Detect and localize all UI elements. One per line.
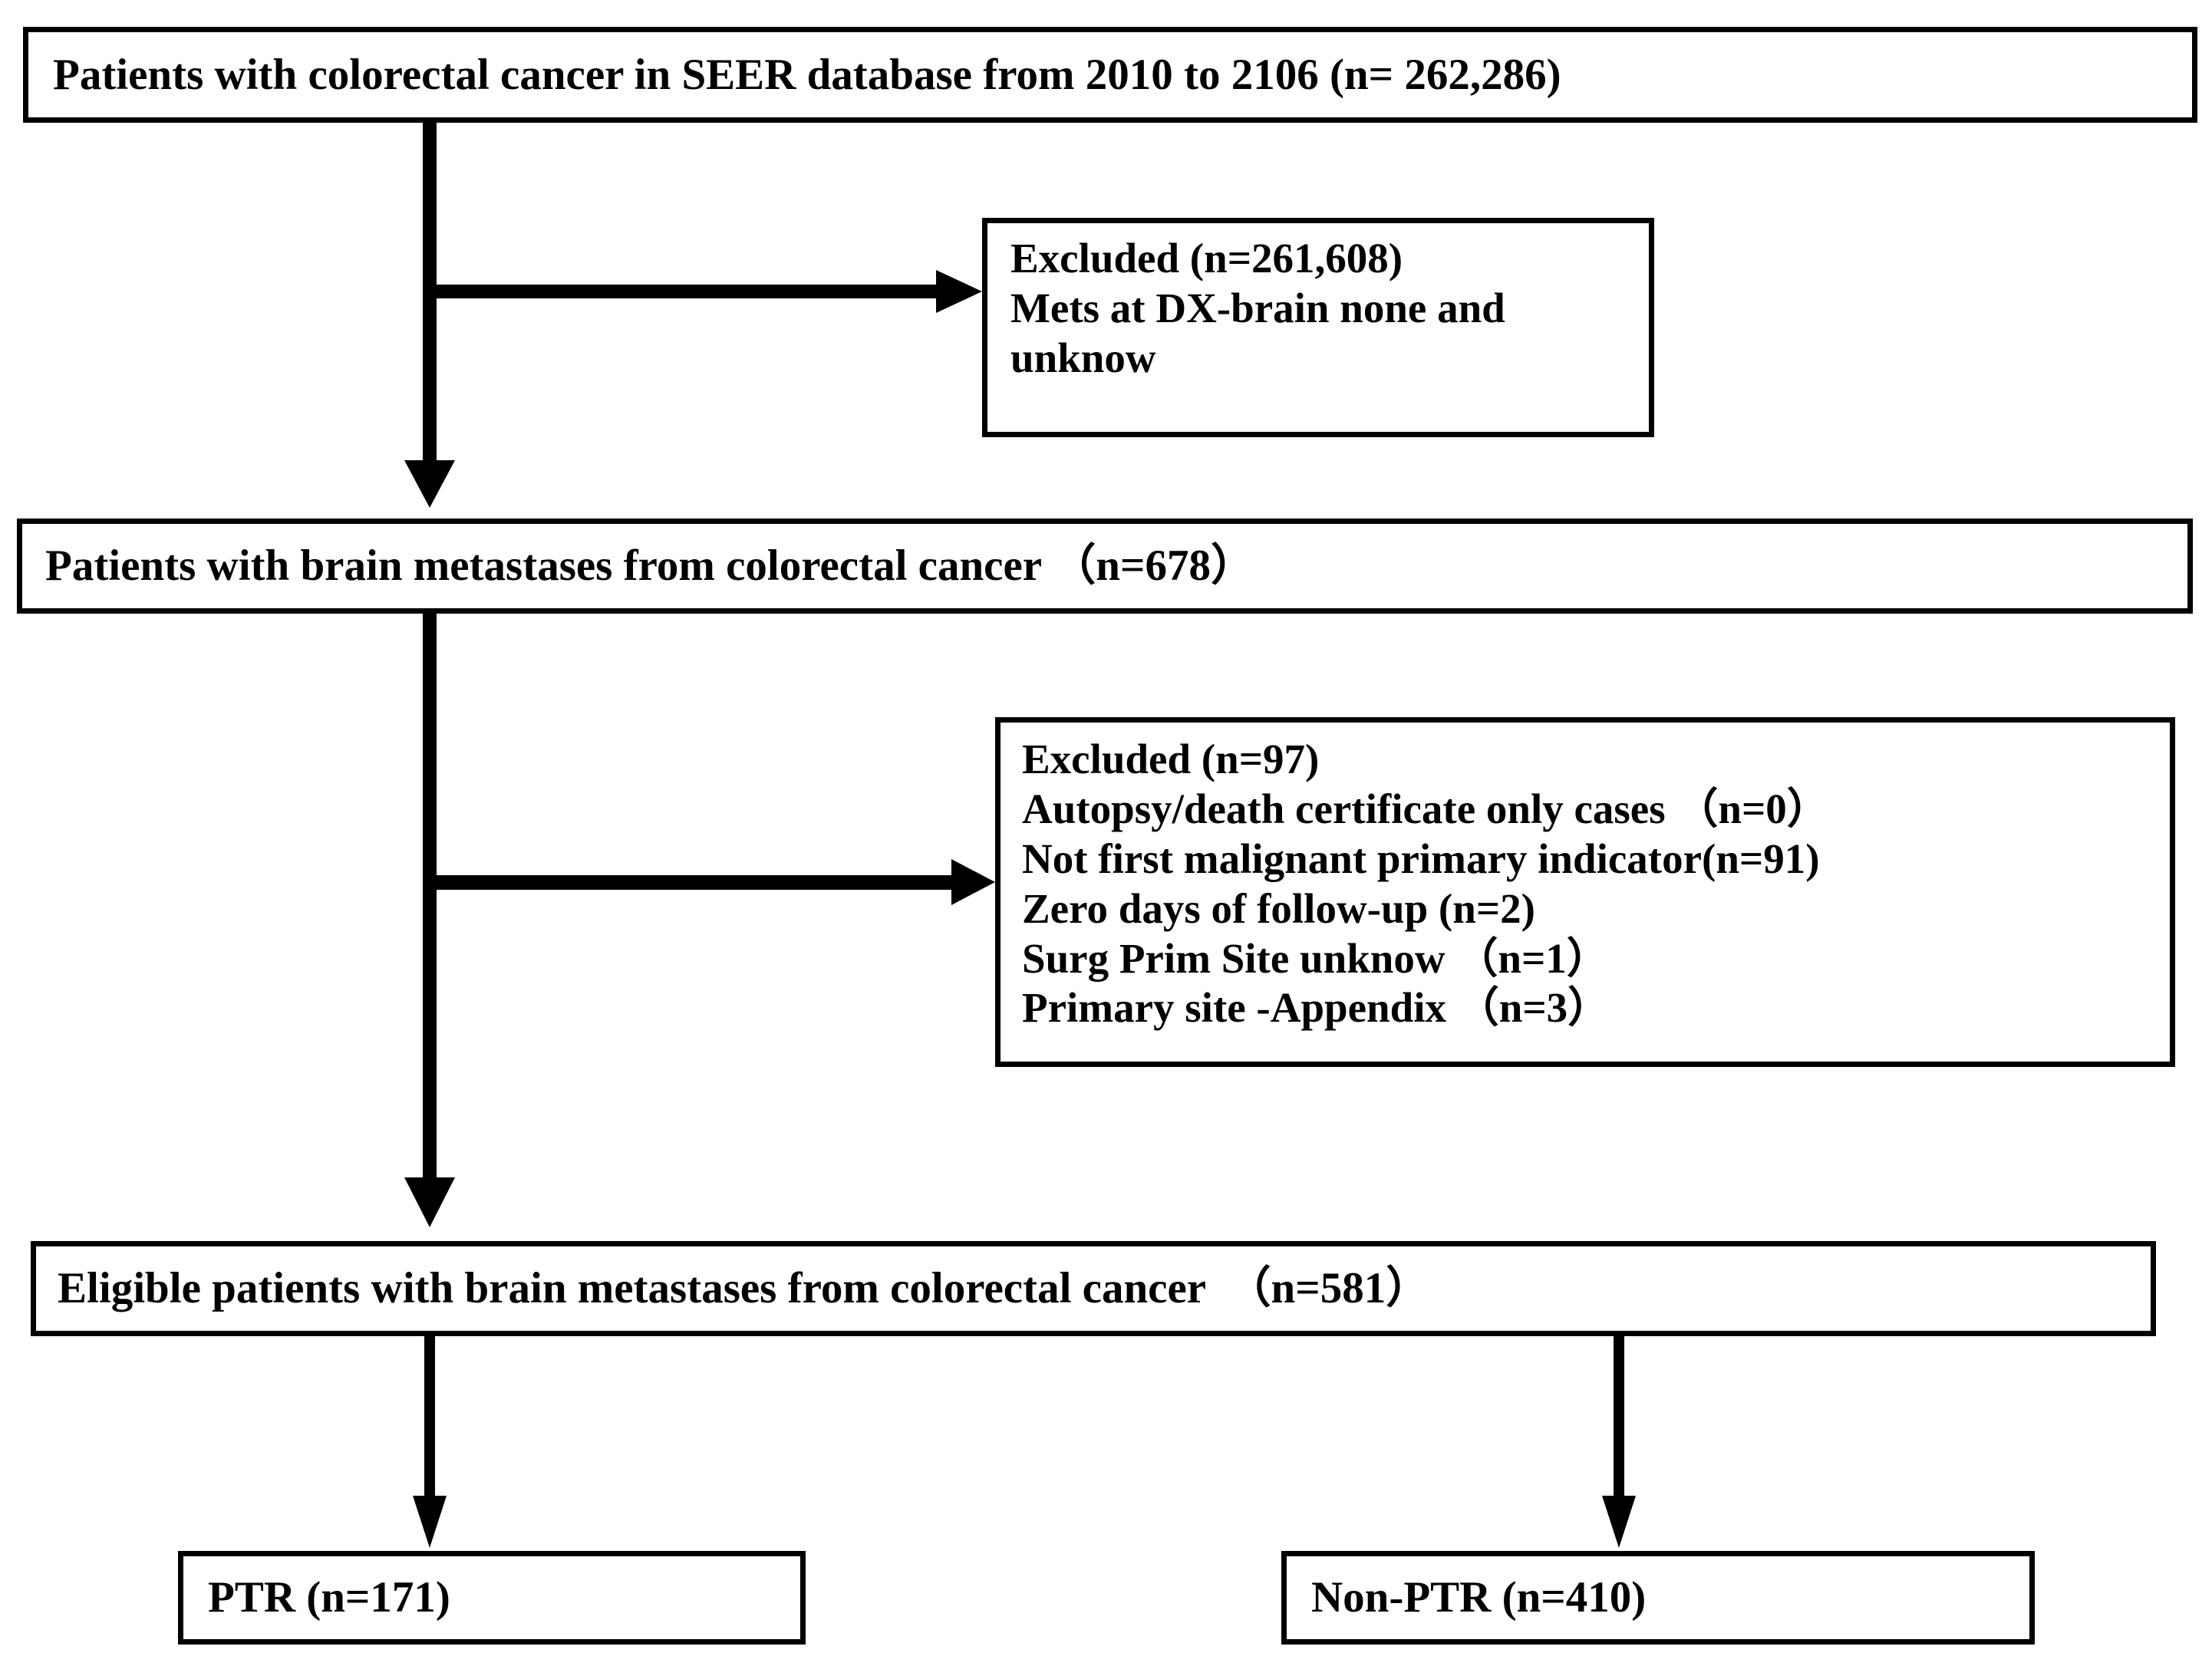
group-non-ptr-label: Non-PTR (n=410)	[1311, 1573, 1647, 1622]
brain-mets-cohort-label: Patients with brain metastases from colo…	[45, 542, 1254, 591]
arrow-source-to-brainmets	[404, 123, 455, 508]
arrow-brainmets-to-eligible	[404, 614, 455, 1227]
box-group-non-ptr: Non-PTR (n=410)	[1281, 1551, 2035, 1645]
arrow-eligible-to-non-ptr	[1602, 1336, 1636, 1548]
box-eligible-cohort: Eligible patients with brain metastases …	[31, 1241, 2156, 1336]
box-group-ptr: PTR (n=171)	[178, 1551, 806, 1645]
box-source-cohort: Patients with colorectal cancer in SEER …	[23, 27, 2197, 123]
box-excluded-second-step: Excluded (n=97) Autopsy/death certificat…	[995, 717, 2175, 1067]
arrow-eligible-to-ptr	[413, 1336, 447, 1548]
source-cohort-label: Patients with colorectal cancer in SEER …	[53, 50, 1561, 99]
eligible-cohort-label: Eligible patients with brain metastases …	[58, 1264, 1430, 1313]
group-ptr-label: PTR (n=171)	[208, 1573, 450, 1622]
box-excluded-first-step: Excluded (n=261,608) Mets at DX-brain no…	[982, 218, 1654, 437]
box-brain-mets-cohort: Patients with brain metastases from colo…	[17, 519, 2193, 614]
arrow-brainmets-to-excluded-2	[430, 859, 995, 905]
arrow-source-to-excluded-1	[430, 270, 982, 313]
excluded-second-step-label: Excluded (n=97) Autopsy/death certificat…	[1022, 736, 1829, 1032]
excluded-first-step-label: Excluded (n=261,608) Mets at DX-brain no…	[1010, 235, 1505, 381]
